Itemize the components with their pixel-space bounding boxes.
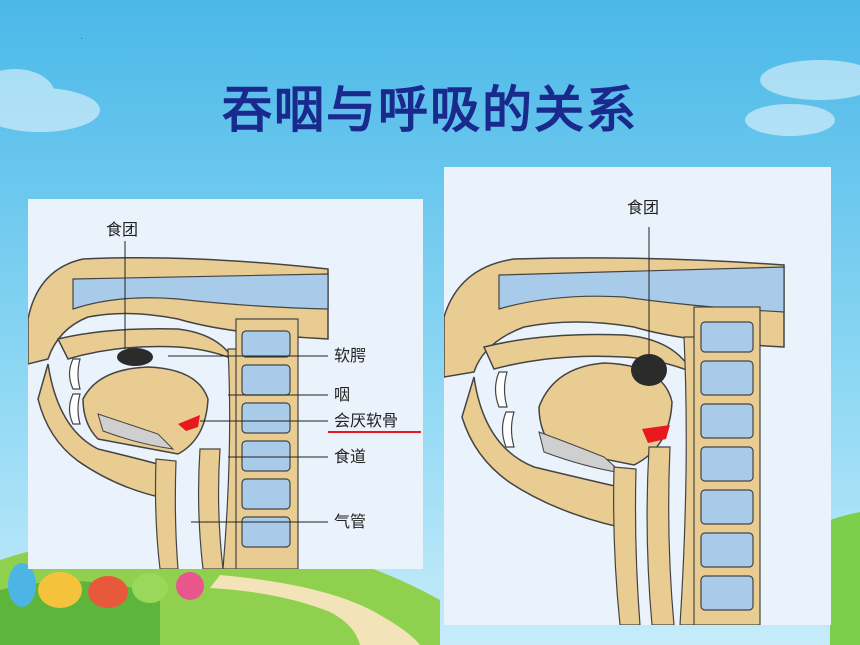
epiglottis-red [642, 425, 670, 443]
vertebrae [241, 330, 291, 548]
nasal-cavity [72, 273, 329, 310]
diagram-swallowing: 食团 软腭 咽 会厌软骨 食道 气管 [28, 199, 423, 569]
teeth [68, 358, 81, 390]
teeth [494, 371, 508, 408]
food-bolus [631, 354, 667, 386]
right-hill [830, 512, 860, 645]
label-esophagus: 食道 [334, 447, 367, 466]
esophagus-tube [646, 446, 675, 625]
dot-mark: · [80, 34, 84, 45]
food-bolus [117, 348, 153, 366]
teeth [501, 411, 515, 448]
decor-shape [38, 572, 82, 608]
vertebrae [700, 321, 754, 611]
epiglottis-red [178, 415, 200, 431]
label-soft-palate: 软腭 [334, 346, 367, 365]
diagram-breathing: 食团 [444, 167, 831, 625]
label-trachea: 气管 [334, 512, 367, 531]
hyoid-area [97, 413, 175, 450]
label-pharynx: 咽 [334, 385, 351, 404]
decor-shape [176, 572, 204, 600]
trachea-tube [613, 466, 641, 625]
esophagus-tube [197, 448, 224, 569]
page-title: 吞咽与呼吸的关系 [222, 80, 638, 139]
cloud [0, 60, 860, 136]
decor-shape [88, 576, 128, 608]
decor-shape [8, 563, 36, 607]
trachea-tube [154, 458, 179, 569]
decor-shape [132, 573, 168, 603]
teeth [68, 393, 81, 425]
label-bolus-right: 食团 [627, 198, 660, 217]
anatomy-illustration-left [28, 199, 423, 569]
label-bolus: 食团 [106, 220, 139, 239]
road [210, 575, 420, 645]
label-epiglottis: 会厌软骨 [334, 411, 399, 430]
anatomy-illustration-right [444, 167, 831, 625]
